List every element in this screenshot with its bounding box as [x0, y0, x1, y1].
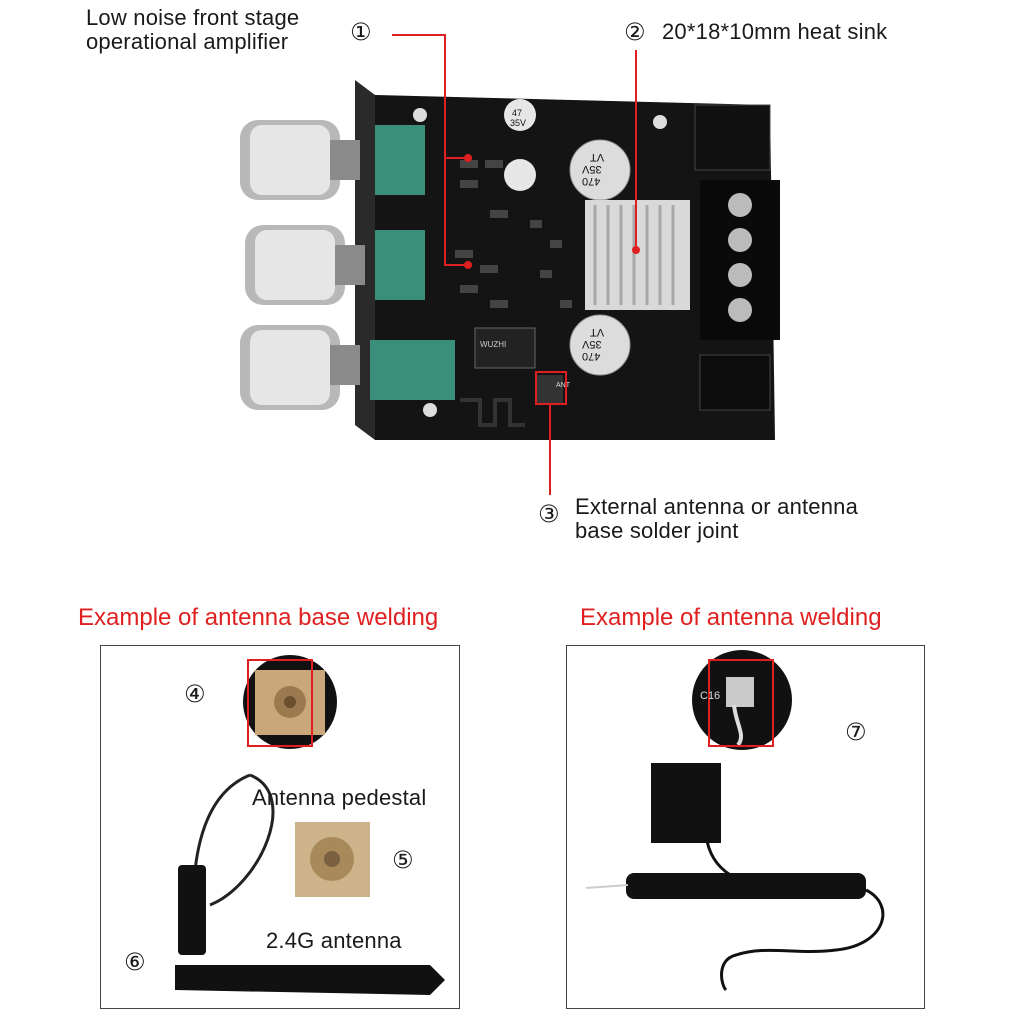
audio-jack	[699, 354, 771, 411]
ant-silkscreen: ANT	[556, 382, 570, 389]
antenna-label: 2.4G antenna	[266, 928, 402, 953]
board-fragment	[651, 763, 721, 843]
small-capacitor	[504, 99, 536, 131]
mount-hole	[423, 403, 437, 417]
callout-5-number: ⑤	[392, 846, 414, 874]
highlight-box	[708, 659, 774, 747]
heat-sink	[585, 200, 690, 310]
pcb-svg	[240, 80, 780, 440]
tube-antenna	[626, 873, 866, 899]
ic-chip	[474, 327, 536, 369]
callout-4-number: ④	[184, 680, 206, 708]
callout-1-number: ①	[350, 18, 372, 46]
antenna-stick	[175, 965, 445, 995]
callout-3-text: External antenna or antenna base solder …	[575, 495, 858, 543]
c16-silkscreen: C16	[700, 690, 721, 702]
sma-connector	[178, 865, 206, 955]
callout-1-text: Low noise front stage operational amplif…	[86, 6, 299, 54]
highlight-box	[247, 659, 313, 747]
left-panel-art	[175, 655, 445, 995]
callout-1-line1: Low noise front stage	[86, 5, 300, 30]
dc-jack	[694, 104, 771, 171]
big-capacitor-2	[569, 314, 631, 376]
knob-3	[240, 325, 360, 410]
antenna-pedestal-label: Antenna pedestal	[252, 785, 427, 810]
callout-7-number: ⑦	[845, 718, 867, 746]
callout-3-line2: base solder joint	[575, 518, 739, 543]
pot-green	[370, 340, 455, 400]
callout-2-number: ②	[624, 18, 646, 46]
callout-6-number: ⑥	[124, 948, 146, 976]
callout-lines	[392, 34, 640, 495]
left-panel-title: Example of antenna base welding	[78, 604, 439, 631]
knob-2	[245, 225, 365, 305]
small-capacitor	[504, 159, 536, 191]
pot-green	[375, 230, 425, 300]
mount-hole	[653, 115, 667, 129]
chip-marking: WUZHI	[480, 340, 507, 349]
bt-trace	[460, 398, 525, 427]
antenna-cable	[720, 888, 885, 992]
small-cap-value: 47	[512, 108, 523, 118]
knob-1	[240, 120, 360, 200]
terminal-block	[700, 180, 780, 340]
callout-3-line1: External antenna or antenna	[575, 494, 859, 519]
pot-green	[375, 125, 425, 195]
callout-2-text: 20*18*10mm heat sink	[662, 19, 888, 44]
pcb-illustration	[230, 70, 790, 450]
right-panel-art	[585, 650, 885, 992]
callout-1-line2: operational amplifier	[86, 29, 289, 54]
smd-components	[455, 160, 572, 308]
mount-hole	[413, 108, 427, 122]
small-cap-voltage: 35V	[510, 118, 527, 128]
callout-3-number: ③	[538, 500, 560, 528]
right-panel-title: Example of antenna welding	[580, 604, 882, 631]
antenna-pad	[535, 375, 563, 403]
